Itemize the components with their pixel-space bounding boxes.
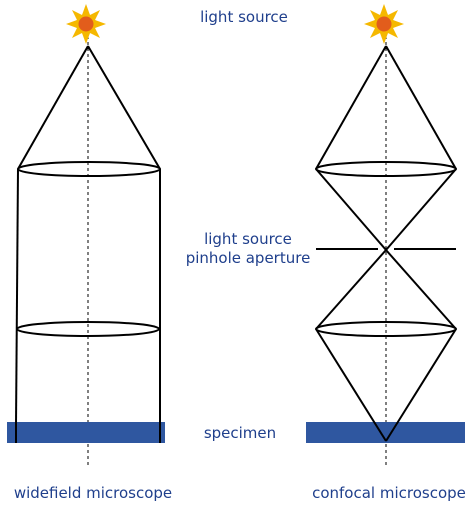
confocal-focus-right <box>385 328 457 442</box>
widefield-diagram <box>7 30 165 468</box>
widefield-lens-bottom <box>16 321 160 337</box>
sun-icon <box>364 4 404 44</box>
confocal-microscope-label: confocal microscope <box>312 484 466 502</box>
confocal-converge-left <box>315 168 387 251</box>
confocal-converge-right <box>385 168 457 251</box>
confocal-cone1-right <box>385 45 457 170</box>
confocal-specimen <box>306 422 465 443</box>
pinhole-aperture-label: light source pinhole aperture <box>184 230 312 268</box>
pinhole-label-line2: pinhole aperture <box>185 249 311 267</box>
confocal-focus-left <box>315 328 387 442</box>
light-source-label: light source <box>200 8 288 26</box>
confocal-diverge-left <box>315 249 387 330</box>
pinhole-label-line1: light source <box>204 230 292 248</box>
specimen-label: specimen <box>203 424 277 442</box>
confocal-cone1-left <box>315 45 387 170</box>
confocal-diverge-right <box>385 249 457 330</box>
confocal-diagram <box>306 30 465 468</box>
widefield-specimen <box>7 422 165 443</box>
widefield-cone-right <box>87 45 161 170</box>
widefield-cone-left <box>17 45 89 170</box>
widefield-microscope-label: widefield microscope <box>13 484 173 502</box>
widefield-beam-left <box>15 168 19 426</box>
widefield-lens-top <box>17 161 161 177</box>
sun-icon <box>66 4 106 44</box>
